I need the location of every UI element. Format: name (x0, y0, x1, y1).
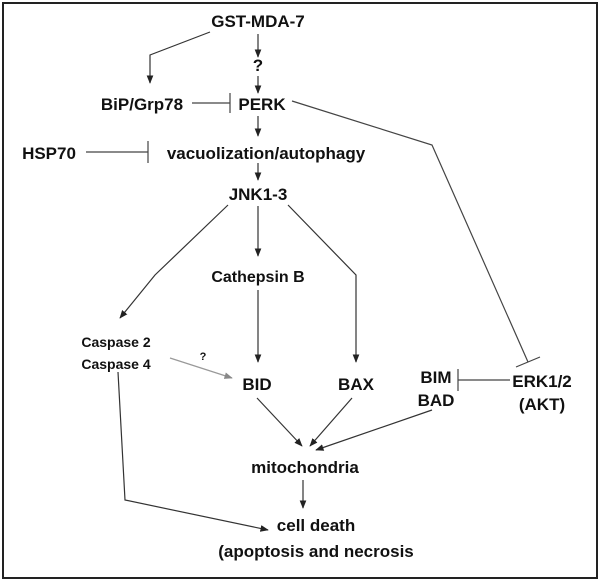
node-cathepsin-b: Cathepsin B (211, 269, 304, 286)
node-jnk1-3: JNK1-3 (229, 185, 288, 204)
edge-bimbad-to-mito (315, 409, 433, 451)
edge-label-caspase-bid: ? (200, 351, 207, 363)
inhibit-perk-erk-bar (515, 356, 541, 368)
edge-caspase-to-bid (169, 357, 233, 379)
node-cell-death-detail: (apoptosis and necrosis (218, 542, 414, 561)
node-bim: BIM (420, 368, 451, 387)
node-caspase-2: Caspase 2 (81, 334, 150, 350)
edge-gst-to-bip (146, 31, 211, 84)
node-erk1-2: ERK1/2 (512, 372, 572, 391)
edge-jnk-to-bax (287, 204, 360, 363)
node-bid: BID (242, 375, 271, 394)
node-bad: BAD (418, 391, 455, 410)
edge-caspase-to-death (117, 371, 269, 532)
node-bax: BAX (338, 375, 375, 394)
node-unknown: ? (253, 56, 263, 75)
edge-bid-to-mito (256, 397, 303, 447)
edge-bax-to-mito (309, 397, 353, 447)
node-hsp70: HSP70 (22, 144, 76, 163)
node-mitochondria: mitochondria (251, 458, 359, 477)
inhibit-perk-erk (291, 100, 529, 363)
edge-jnk-to-caspase (119, 204, 229, 319)
node-vacuolization-autophagy: vacuolization/autophagy (167, 144, 366, 163)
node-akt: (AKT) (519, 395, 565, 414)
node-perk: PERK (238, 95, 286, 114)
node-caspase-4: Caspase 4 (81, 356, 150, 372)
node-gst-mda7: GST-MDA-7 (211, 12, 305, 31)
nodes: GST-MDA-7 ? BiP/Grp78 PERK HSP70 vacuoli… (22, 12, 572, 561)
node-cell-death: cell death (277, 516, 355, 535)
edges (86, 31, 541, 532)
node-bip-grp78: BiP/Grp78 (101, 95, 183, 114)
